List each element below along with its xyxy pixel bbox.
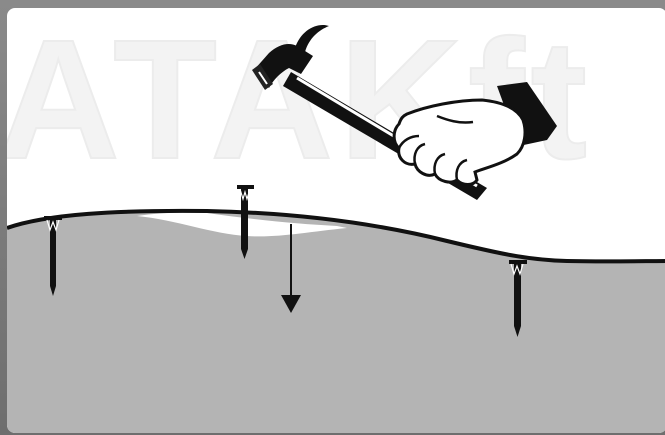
stake-diagram: ATAKft <box>7 8 665 433</box>
illustration-panel: ATAKft <box>7 8 665 433</box>
ground <box>7 211 665 433</box>
